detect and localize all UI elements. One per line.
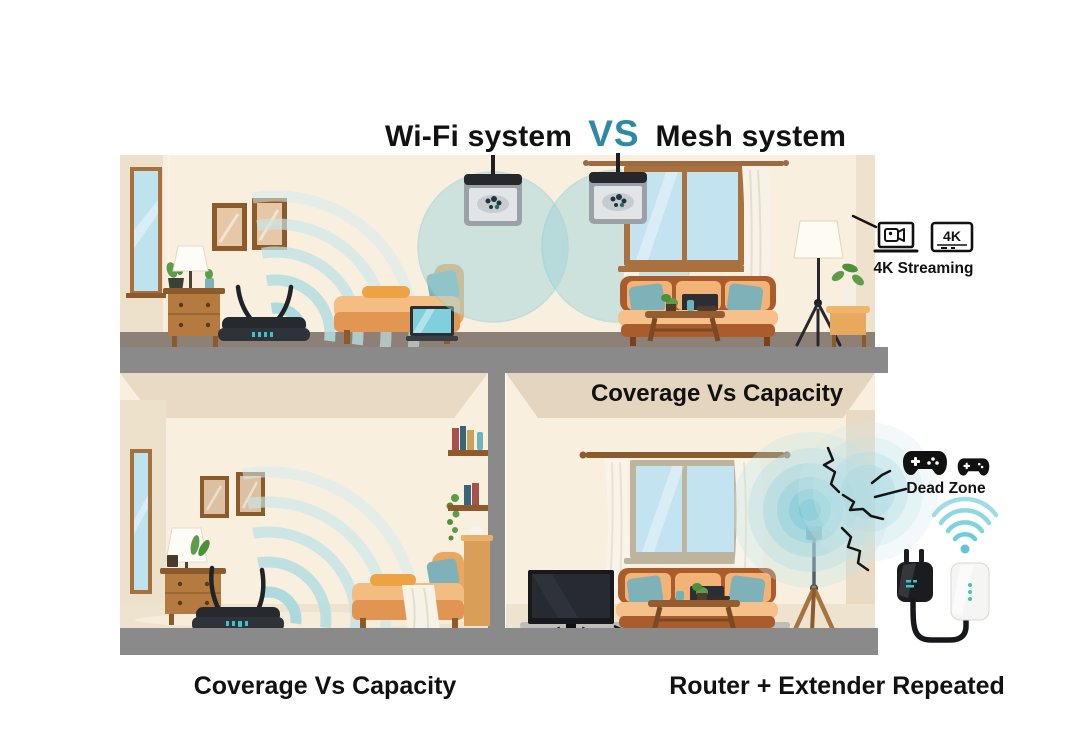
coffee-table-lower bbox=[648, 583, 740, 632]
signal-cracks bbox=[822, 446, 892, 572]
caption-coverage-capacity: Coverage Vs Capacity bbox=[193, 672, 457, 700]
extender-cable bbox=[910, 598, 969, 643]
tv-4k-icon: 4K bbox=[930, 221, 974, 253]
pointer-line-deadzone bbox=[873, 487, 908, 499]
title-wifi-system: Wi-Fi system bbox=[385, 120, 573, 153]
wall-pictures-lower bbox=[200, 472, 265, 518]
router-upper bbox=[218, 284, 310, 341]
mesh-unit-2 bbox=[589, 153, 647, 224]
wall-plug-router-icon bbox=[897, 549, 933, 602]
chaise-lower bbox=[352, 552, 464, 630]
tv-4k-badge-text: 4K bbox=[943, 228, 961, 244]
streaming-annotation: 4K 4K Streaming bbox=[872, 220, 975, 278]
mesh-unit-1 bbox=[464, 155, 522, 226]
bottom-floor-slab bbox=[120, 628, 878, 655]
tv bbox=[528, 570, 655, 636]
wall-shelves bbox=[446, 426, 488, 541]
title-mesh-system: Mesh system bbox=[655, 120, 847, 153]
title-vs: VS bbox=[588, 113, 640, 154]
room-divider-wall bbox=[488, 360, 505, 628]
streaming-icons: 4K bbox=[872, 220, 975, 258]
pointer-line-streaming bbox=[851, 214, 878, 229]
caption-router-extender: Router + Extender Repeated bbox=[669, 672, 1005, 700]
window-lower-left bbox=[130, 449, 152, 594]
corner-cabinet bbox=[461, 526, 493, 626]
gamepad-icon-small bbox=[957, 458, 990, 476]
laptop-video-icon bbox=[873, 221, 919, 253]
title: Wi-Fi system VS Mesh system bbox=[385, 113, 846, 155]
laptop-upper bbox=[406, 306, 458, 341]
floor-lamp-upper bbox=[793, 220, 844, 347]
dead-zone-ripples bbox=[732, 422, 938, 588]
sofa-lower bbox=[616, 568, 778, 634]
coffee-table-upper bbox=[645, 294, 725, 342]
nightstand-lower bbox=[160, 527, 226, 625]
dresser-upper bbox=[163, 245, 225, 347]
dead-zone-annotation: Dead Zone bbox=[902, 448, 990, 498]
side-table-upper bbox=[826, 263, 870, 347]
dead-zone-icons bbox=[902, 448, 990, 478]
window-upper-left bbox=[126, 167, 166, 298]
router-lower bbox=[192, 565, 284, 631]
dead-zone-label: Dead Zone bbox=[906, 480, 986, 497]
coverage-capacity-label-upper: Coverage Vs Capacity bbox=[590, 380, 844, 407]
range-extender-icon bbox=[950, 562, 990, 621]
window-lower-right bbox=[579, 451, 791, 590]
wifi-signal-icon bbox=[931, 496, 999, 554]
gamepad-icon-large bbox=[903, 451, 947, 475]
streaming-label: 4K Streaming bbox=[873, 260, 974, 277]
